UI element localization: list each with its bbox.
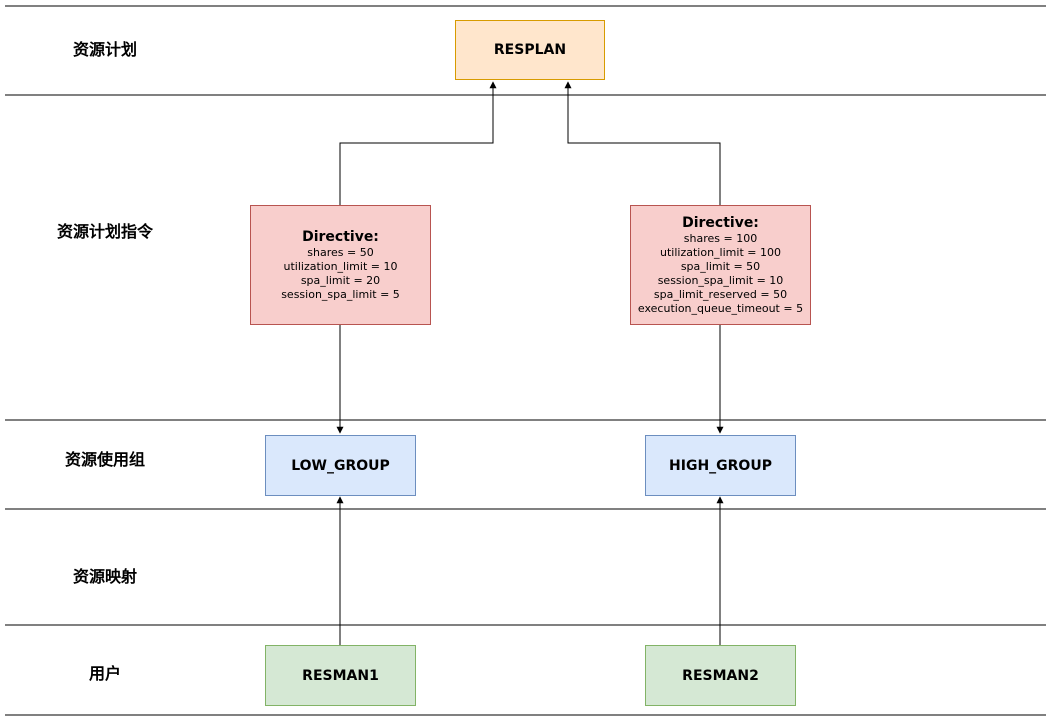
consumer-group-name: LOW_GROUP	[291, 457, 390, 474]
consumer-group-high-box[interactable]: HIGH_GROUP	[645, 435, 796, 496]
lane-label-user: 用户	[88, 664, 121, 683]
directive-param: session_spa_limit = 5	[281, 287, 400, 301]
lane-label-consumer-group: 资源使用组	[64, 450, 145, 469]
connector-directive2-to-plan	[564, 81, 721, 205]
directive-title: Directive:	[682, 214, 759, 231]
directive-param: shares = 50	[307, 245, 374, 259]
directive-param: utilization_limit = 100	[660, 245, 781, 259]
directive-param: session_spa_limit = 10	[657, 273, 784, 287]
directive-param: utilization_limit = 10	[283, 259, 398, 273]
directive-param: execution_queue_timeout = 5	[637, 301, 804, 315]
lane-label-resource-plan: 资源计划	[72, 40, 137, 59]
directive-param: spa_limit = 20	[300, 273, 381, 287]
user-name: RESMAN1	[302, 667, 379, 684]
directive-title: Directive:	[302, 228, 379, 245]
directive-param: spa_limit = 50	[680, 259, 761, 273]
resource-plan-name: RESPLAN	[493, 42, 567, 58]
resource-plan-box[interactable]: RESPLAN	[455, 20, 605, 80]
directive-param: spa_limit_reserved = 50	[653, 287, 788, 301]
directive-param: shares = 100	[683, 231, 758, 245]
consumer-group-name: HIGH_GROUP	[669, 457, 772, 474]
directive-box-low[interactable]: Directive: shares = 50 utilization_limit…	[250, 205, 431, 325]
lane-label-mapping: 资源映射	[72, 567, 137, 586]
user-name: RESMAN2	[682, 667, 759, 684]
user-resman1-box[interactable]: RESMAN1	[265, 645, 416, 706]
user-resman2-box[interactable]: RESMAN2	[645, 645, 796, 706]
consumer-group-low-box[interactable]: LOW_GROUP	[265, 435, 416, 496]
directive-box-high[interactable]: Directive: shares = 100 utilization_limi…	[630, 205, 811, 325]
lane-label-plan-directive: 资源计划指令	[56, 222, 153, 241]
connector-directive1-to-plan	[339, 81, 497, 205]
